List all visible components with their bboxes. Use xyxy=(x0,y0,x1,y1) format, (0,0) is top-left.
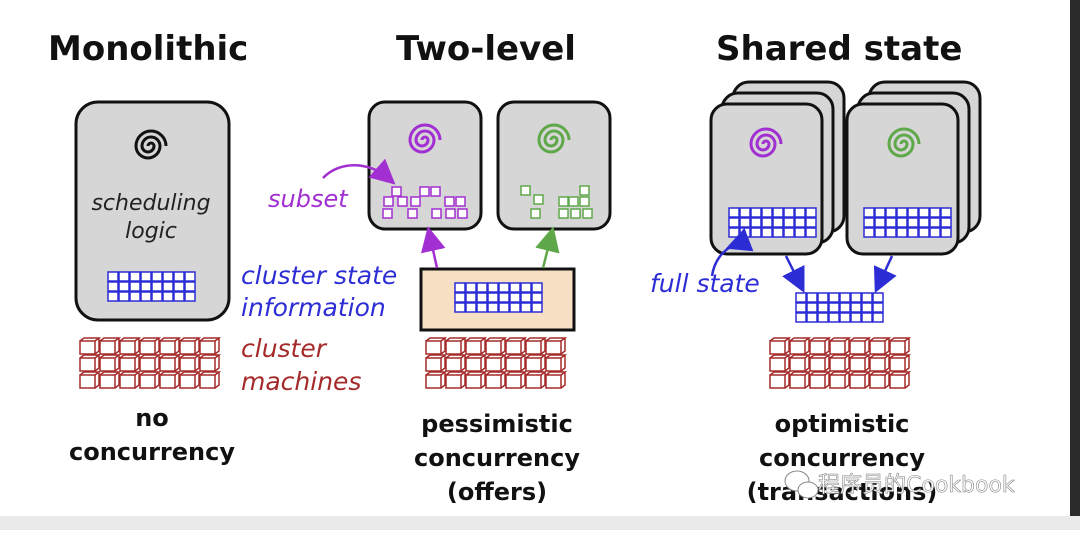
scheduling-logic-line2: logic xyxy=(125,219,177,244)
state-grid-shared-green xyxy=(863,207,952,238)
spiral-icon-green-shared xyxy=(887,127,921,158)
subset-cells-green xyxy=(520,185,593,219)
caption-two-level-line2: concurrency xyxy=(414,444,580,472)
spiral-icon-purple xyxy=(408,123,442,154)
subset-cells-purple xyxy=(382,186,468,219)
caption-shared-line1: optimistic xyxy=(775,410,910,438)
commit-arrow-right xyxy=(873,255,897,294)
cluster-state-label-line1: cluster state xyxy=(241,261,397,290)
monolithic-scheduler-box xyxy=(74,100,231,322)
caption-monolithic-line2: concurrency xyxy=(69,438,235,466)
offer-arrow-purple xyxy=(420,226,446,269)
machines-two-level xyxy=(425,337,568,389)
caption-monolithic-line1: no xyxy=(135,404,169,432)
title-two-level: Two-level xyxy=(396,29,576,69)
state-grid-monolithic xyxy=(107,271,196,302)
caption-shared-line3: (transactions) xyxy=(747,478,938,506)
cluster-machines-label-line2: machines xyxy=(241,367,361,396)
machines-shared-state xyxy=(769,337,912,389)
subset-arrow xyxy=(322,158,396,185)
subset-label: subset xyxy=(268,185,349,213)
commit-arrow-left xyxy=(782,255,805,293)
state-grid-shared-purple xyxy=(728,207,817,238)
watermark: 程序员的Cookbook xyxy=(784,470,1015,499)
screen-edge-bottom xyxy=(0,516,1080,530)
title-shared-state: Shared state xyxy=(716,29,962,69)
machines-monolithic xyxy=(79,337,222,389)
wechat-icon xyxy=(784,470,819,499)
cluster-state-label-line2: information xyxy=(241,293,386,322)
caption-shared-line2: concurrency xyxy=(759,444,925,472)
spiral-icon-green xyxy=(537,123,571,154)
offer-arrow-green xyxy=(535,226,560,269)
caption-two-level-line1: pessimistic xyxy=(421,410,573,438)
state-grid-shared-common xyxy=(795,292,884,323)
full-state-label: full state xyxy=(650,269,760,298)
spiral-icon-black xyxy=(134,129,168,160)
screen-edge-right xyxy=(1070,0,1080,530)
caption-two-level-line3: (offers) xyxy=(447,478,547,506)
watermark-text: 程序员的Cookbook xyxy=(818,473,1015,498)
state-grid-two-level xyxy=(454,282,543,313)
two-level-scheduler-green xyxy=(496,100,612,231)
cluster-machines-label-line1: cluster xyxy=(241,334,328,363)
full-state-pointer xyxy=(710,227,754,277)
spiral-icon-purple-shared xyxy=(749,127,783,158)
scheduling-logic-line1: scheduling xyxy=(91,191,210,216)
title-monolithic: Monolithic xyxy=(48,29,248,69)
